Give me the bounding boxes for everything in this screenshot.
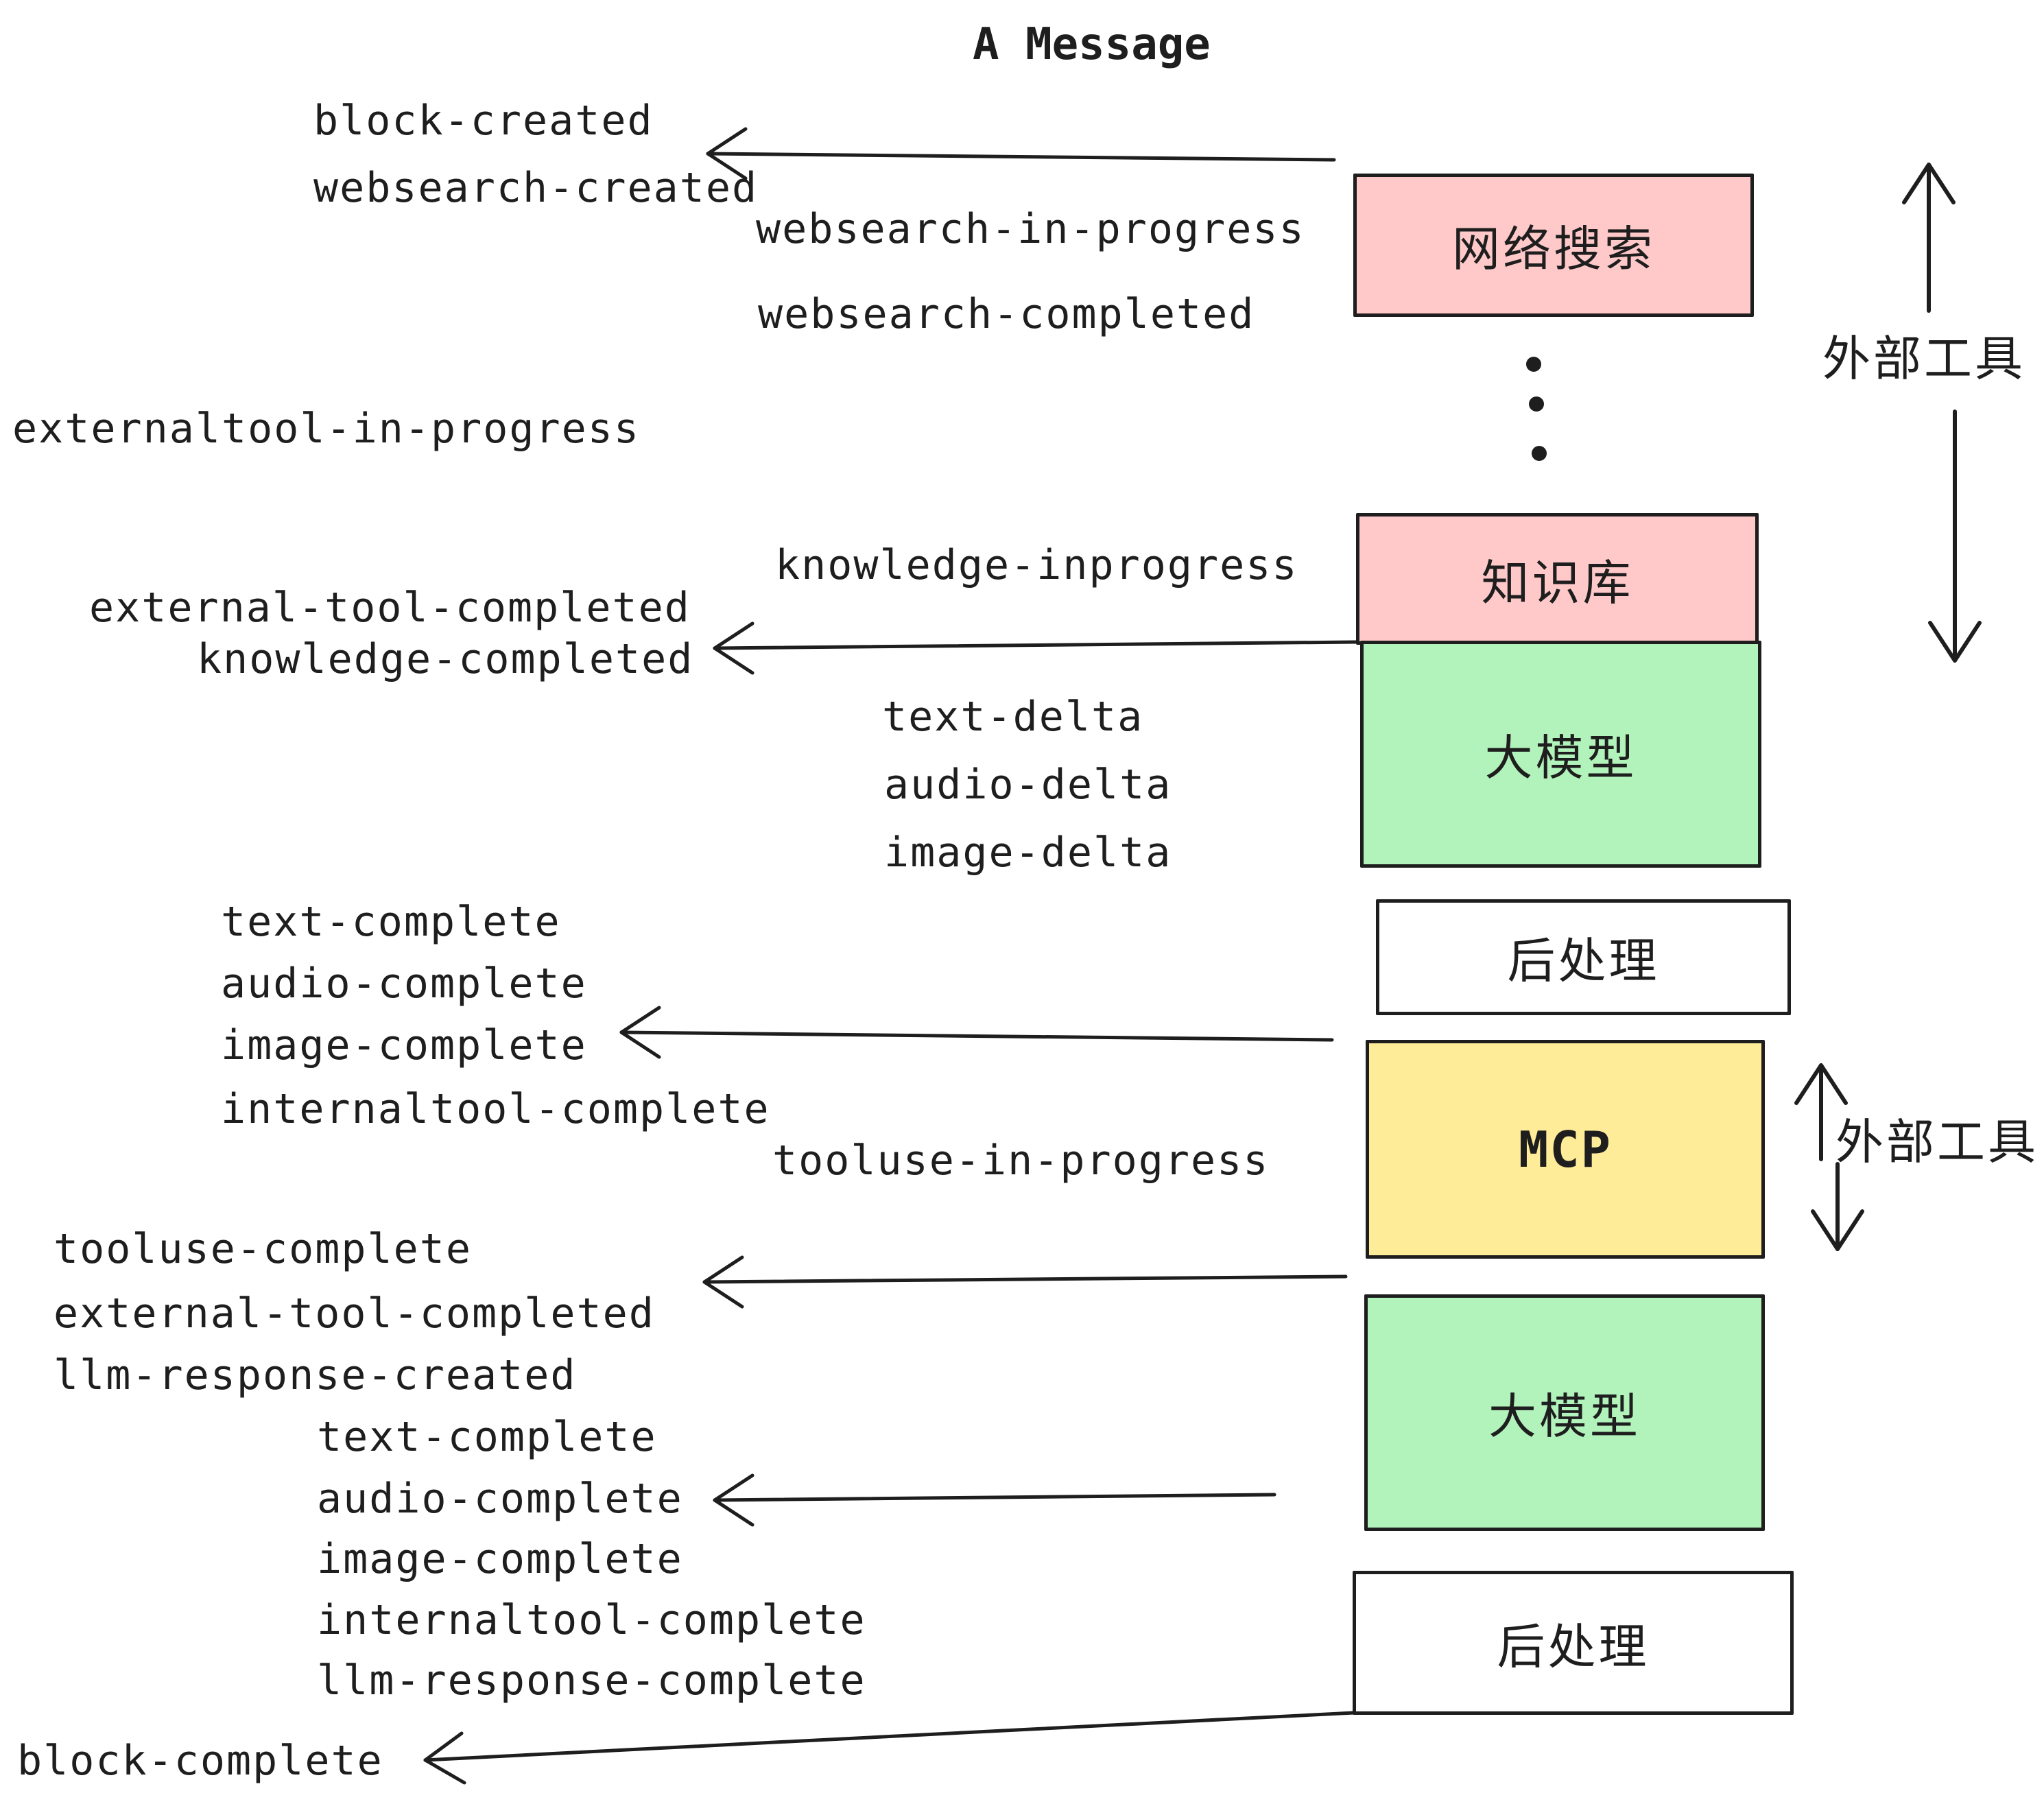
event-label-block-created: block-created — [313, 97, 654, 145]
side-label-external-tools-1: 外部工具 — [1822, 331, 2025, 387]
event-label-knowledge-inprogress: knowledge-inprogress — [775, 541, 1298, 589]
box-llm-2: 大模型 — [1364, 1294, 1765, 1531]
arrow-left-to-knowledge-completed-icon — [713, 621, 1358, 675]
box-websearch: 网络搜索 — [1353, 174, 1754, 317]
event-label-external-tool-completed-1: external-tool-completed — [89, 584, 691, 632]
event-label-tooluse-complete: tooluse-complete — [54, 1225, 472, 1273]
side-label-external-tools-2: 外部工具 — [1835, 1114, 2039, 1170]
event-label-websearch-completed: websearch-completed — [758, 290, 1255, 338]
diagram-title: A Message — [973, 19, 1211, 70]
event-label-llm-response-complete: llm-response-complete — [317, 1657, 866, 1705]
event-label-tooluse-in-progress: tooluse-in-progress — [772, 1137, 1270, 1185]
arrow-left-to-block-complete-icon — [423, 1711, 1356, 1785]
ellipsis-dots-icon — [1526, 357, 1547, 461]
arrow-left-to-websearch-created-icon — [706, 127, 1336, 180]
event-label-internaltool-complete-1: internaltool-complete — [221, 1085, 770, 1133]
event-label-audio-delta-1: audio-delta — [884, 761, 1172, 809]
event-label-llm-response-created: llm-response-created — [54, 1351, 577, 1399]
event-label-externaltool-in-progress: externaltool-in-progress — [12, 405, 640, 453]
event-label-text-delta-1: text-delta — [882, 693, 1144, 741]
box-post-processing-2: 后处理 — [1353, 1571, 1794, 1715]
event-label-image-complete-2: image-complete — [317, 1535, 683, 1583]
event-label-block-complete: block-complete — [17, 1737, 383, 1785]
arrow-left-to-tooluse-complete-icon — [702, 1255, 1348, 1309]
event-label-websearch-created: websearch-created — [313, 164, 759, 212]
box-knowledge: 知识库 — [1356, 513, 1759, 645]
arrow-up-down-icon — [1794, 1063, 1864, 1251]
event-label-external-tool-completed-2: external-tool-completed — [54, 1290, 655, 1338]
event-label-internaltool-complete-2: internaltool-complete — [317, 1596, 866, 1644]
event-label-image-delta-1: image-delta — [884, 829, 1172, 877]
arrow-left-to-image-complete-icon — [619, 1006, 1334, 1059]
event-label-audio-complete-2: audio-complete — [317, 1475, 683, 1523]
arrow-left-to-audio-complete-icon — [713, 1473, 1276, 1527]
event-label-audio-complete-1: audio-complete — [221, 960, 587, 1008]
event-label-websearch-in-progress: websearch-in-progress — [756, 205, 1305, 253]
event-label-text-complete-1: text-complete — [221, 898, 561, 946]
event-label-image-complete-1: image-complete — [221, 1021, 587, 1069]
box-mcp: MCP — [1366, 1040, 1765, 1259]
box-llm-1: 大模型 — [1360, 641, 1761, 868]
arrow-up-down-icon — [1902, 163, 1982, 663]
box-post-processing-1: 后处理 — [1376, 899, 1791, 1015]
event-label-text-complete-2: text-complete — [317, 1413, 657, 1461]
event-label-knowledge-completed: knowledge-completed — [197, 635, 694, 683]
